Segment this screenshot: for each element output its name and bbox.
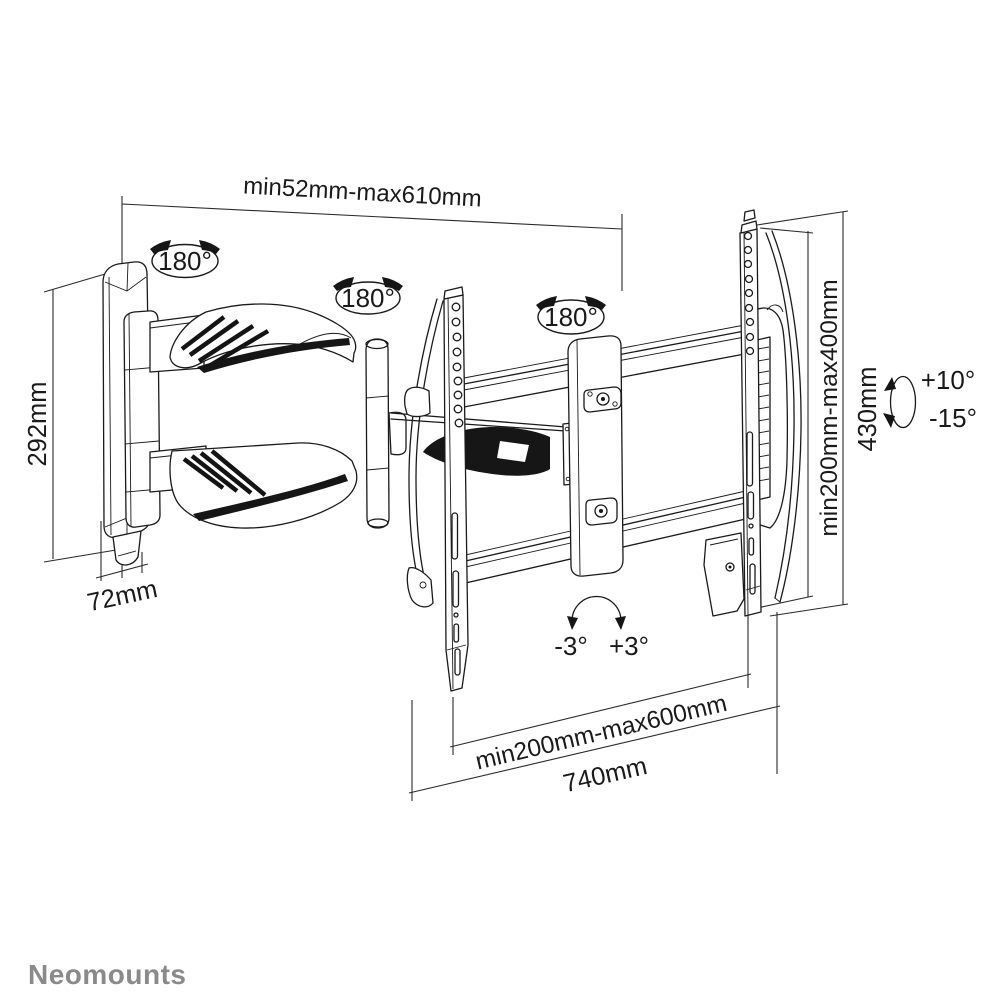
lower-arm-cover bbox=[169, 442, 358, 529]
rotate-arrow-left-icon bbox=[536, 296, 557, 310]
tv-profile-right bbox=[771, 230, 802, 603]
swivel-badge-3: 180° bbox=[536, 296, 606, 335]
rotate-arrow-left-icon bbox=[150, 240, 171, 254]
brand-logo: Neomounts bbox=[28, 959, 187, 990]
vesa-rail-left bbox=[403, 286, 469, 692]
dim-tilt-down-label: -15° bbox=[929, 403, 977, 433]
swivel-badge-2: 180° bbox=[333, 277, 403, 315]
tilt-range-icon bbox=[883, 375, 917, 429]
center-bracket bbox=[562, 335, 624, 577]
swivel-badge-1: 180° bbox=[150, 240, 220, 279]
swivel-label-1: 180° bbox=[158, 246, 212, 276]
mount-drawing bbox=[102, 209, 802, 692]
dim-plate-width-label: 72mm bbox=[85, 575, 160, 617]
swivel-label-2: 180° bbox=[341, 283, 395, 313]
pivot-link bbox=[388, 411, 407, 456]
dim-tilt-up-label: +10° bbox=[921, 365, 976, 395]
rotate-arrow-right-icon bbox=[585, 296, 606, 310]
pivot-post bbox=[365, 338, 407, 529]
rotate-arrow-right-icon bbox=[199, 240, 220, 254]
wall-plate-foot bbox=[112, 530, 142, 566]
swivel-label-3: 180° bbox=[544, 302, 598, 332]
rotate-arrow-left-icon bbox=[333, 277, 354, 291]
dim-vesa-vertical-label: min200mm-max400mm bbox=[816, 279, 843, 536]
dim-top-width-label: min52mm-max610mm bbox=[242, 172, 482, 212]
dim-bracket-height-label: 430mm bbox=[854, 366, 882, 451]
annotations: 180° 180° 180° min52mm-max610mm 292mm 72… bbox=[24, 172, 977, 990]
vesa-rail-right bbox=[703, 209, 802, 617]
dim-plate-height-label: 292mm bbox=[24, 381, 52, 466]
dim-level-left-label: -3° bbox=[554, 631, 588, 661]
forearm-cover bbox=[423, 427, 550, 476]
upper-arm-cover bbox=[169, 303, 357, 373]
dim-level-right-label: +3° bbox=[609, 631, 649, 661]
level-range-icon bbox=[567, 595, 626, 630]
dim-total-width-label: 740mm bbox=[561, 752, 650, 798]
rotate-arrow-right-icon bbox=[382, 277, 403, 291]
